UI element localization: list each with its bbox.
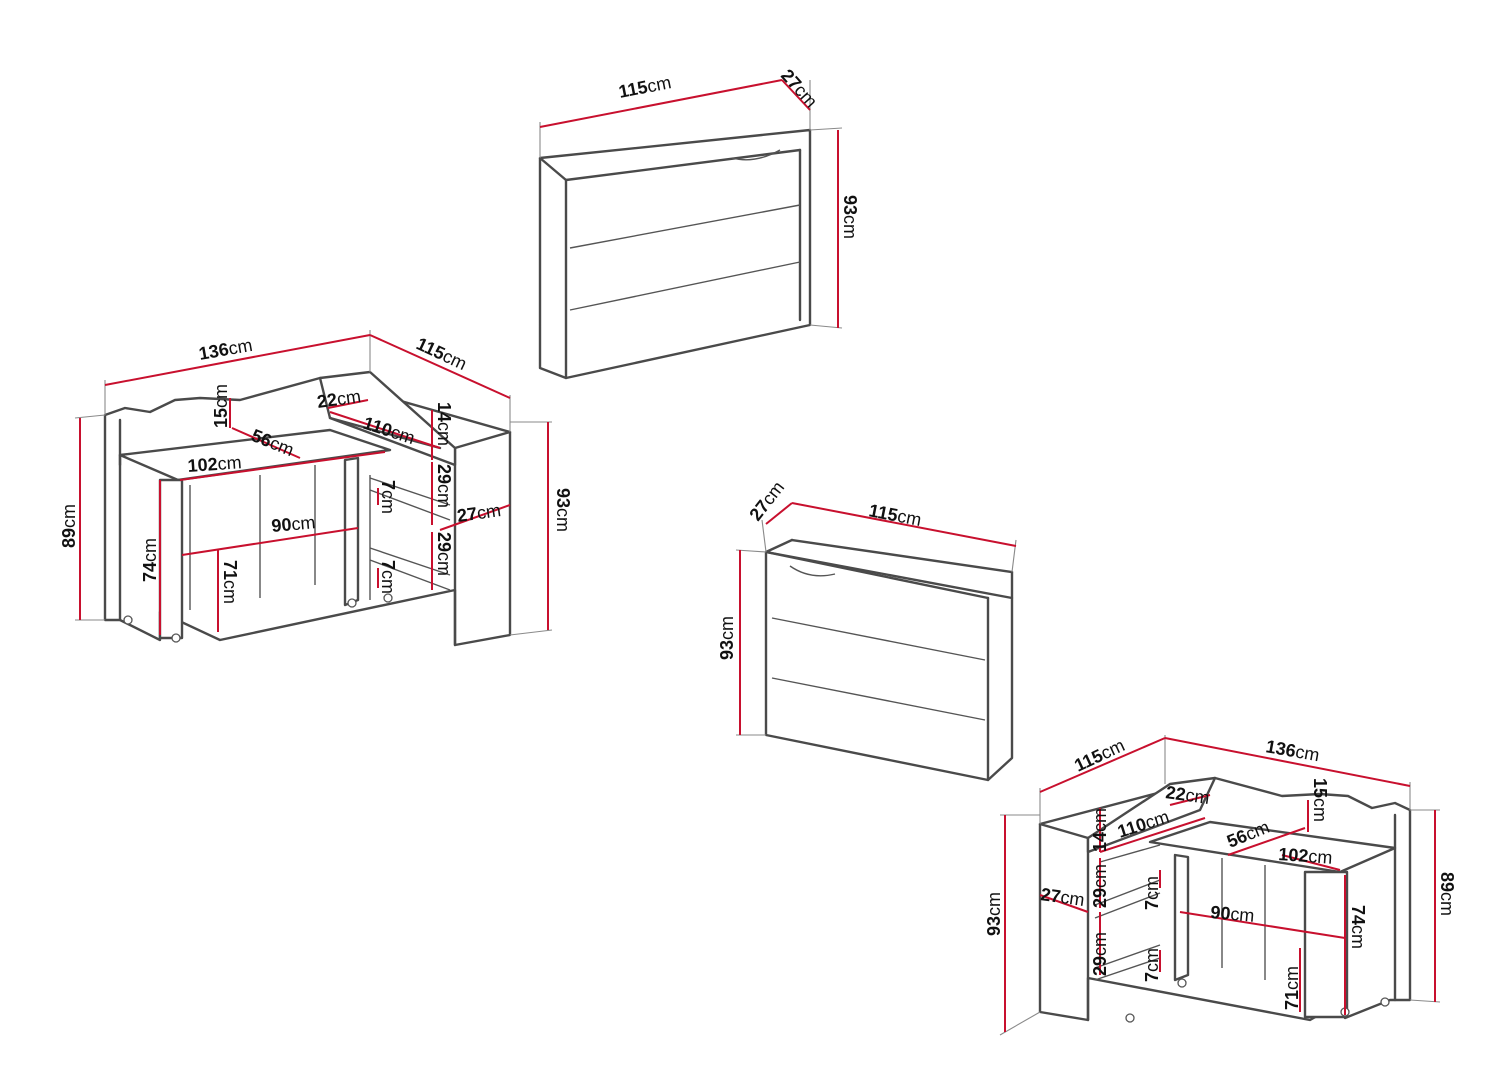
depth-label: 27cm — [777, 65, 821, 111]
shelf-thickness-7-label-1: 7cm — [378, 480, 398, 514]
open-desk-view-left: 136cm 115cm 89cm 93cm 15cm 56cm 102cm 22… — [59, 330, 573, 647]
desk-width-102-label: 102cm — [187, 452, 242, 476]
height-93-label: 93cm — [553, 488, 573, 532]
compartment-29-label-1: 29cm — [1090, 864, 1110, 908]
shelf-height-14-label: 14cm — [434, 402, 454, 446]
width-136-label: 136cm — [1264, 736, 1321, 765]
open-desk-body — [103, 370, 512, 647]
width-136-label: 136cm — [197, 335, 254, 364]
compartment-29-label-2: 29cm — [1090, 932, 1110, 976]
open-desk-body — [1038, 776, 1412, 1023]
closed-desk-view-middle: 27cm 115cm 93cm — [717, 477, 1017, 782]
compartment-29-label-1: 29cm — [434, 464, 454, 508]
desk-height-74-label: 74cm — [1348, 905, 1368, 949]
back-top-15-label: 15cm — [211, 384, 231, 428]
knee-width-90-label: 90cm — [271, 512, 317, 536]
dimension-lines — [539, 79, 843, 329]
desk-height-74-label: 74cm — [140, 538, 160, 582]
knee-height-71-label: 71cm — [220, 560, 240, 604]
back-top-15-label: 15cm — [1310, 778, 1330, 822]
knee-height-71-label: 71cm — [1282, 966, 1302, 1010]
desk-width-102-label: 102cm — [1278, 844, 1333, 868]
closed-cabinet-body — [764, 538, 1014, 782]
compartment-29-label-2: 29cm — [434, 532, 454, 576]
depth-115-label: 115cm — [1071, 735, 1128, 776]
width-label: 115cm — [617, 72, 673, 102]
shelf-height-14-label: 14cm — [1090, 808, 1110, 852]
dimension-lines — [735, 502, 1017, 736]
dimension-lines — [999, 735, 1441, 1036]
cabinet-depth-27-label: 27cm — [456, 500, 502, 526]
shelf-gap-22-label: 22cm — [1164, 782, 1210, 808]
closed-desk-view-top: 115cm 27cm 93cm — [538, 65, 860, 380]
cabinet-depth-27-label: 27cm — [1039, 884, 1085, 910]
shelf-thickness-7-label-2: 7cm — [378, 560, 398, 594]
closed-cabinet-body — [538, 128, 812, 380]
height-label: 93cm — [840, 195, 860, 239]
dimension-lines — [74, 330, 553, 636]
knee-width-90-label: 90cm — [1210, 902, 1256, 926]
open-desk-view-right: 115cm 136cm 93cm 89cm 15cm 56cm 102cm 22… — [984, 735, 1457, 1036]
shelf-gap-22-label: 22cm — [316, 386, 362, 412]
shelf-thickness-7-label-1: 7cm — [1142, 876, 1162, 910]
width-label: 115cm — [867, 500, 923, 530]
height-93-label: 93cm — [984, 892, 1004, 936]
height-89-label: 89cm — [59, 504, 79, 548]
shelf-thickness-7-label-2: 7cm — [1142, 948, 1162, 982]
height-89-label: 89cm — [1437, 872, 1457, 916]
depth-label: 27cm — [745, 477, 788, 524]
height-label: 93cm — [717, 616, 737, 660]
